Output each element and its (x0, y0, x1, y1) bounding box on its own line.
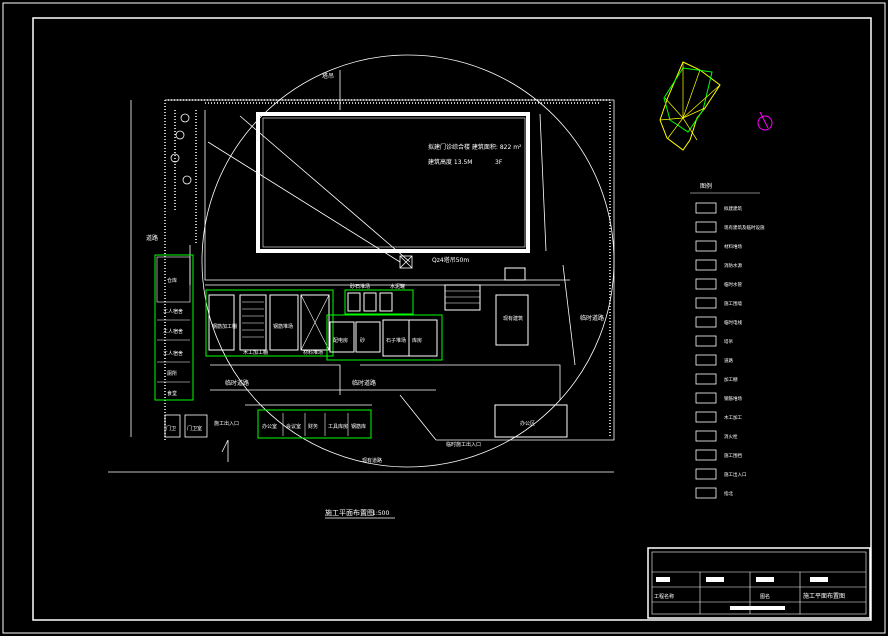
building-floors: 3F (495, 159, 503, 166)
road-marker: 临时道路 (225, 379, 249, 387)
facility-label: 砂石堆场 (350, 283, 370, 290)
title-block-project: 工程名称 (654, 593, 674, 600)
mid-facilities: 钢筋加工棚 木工加工棚 钢筋堆场 材料堆场 (205, 289, 334, 357)
upper-small-facilities: 砂石堆场 水泥罐 现有建筑 (344, 267, 529, 346)
legend-symbol-icon (695, 354, 717, 366)
legend-items: 拟建建筑现有建筑及临时设施材料堆场消防水源临时水管施工围墙临时电线塔吊道路加工棚… (695, 202, 765, 499)
legend-item-label: 拟建建筑 (724, 205, 742, 212)
legend-item-label: 施工围挡 (724, 452, 742, 459)
facility-label: 仓库 (167, 277, 177, 284)
legend-symbol-icon (695, 240, 717, 252)
facility-label: 会议室 (286, 423, 301, 430)
office-label: 办公区 (520, 420, 535, 427)
left-column-facilities: 仓库 工人宿舍 工人宿舍 工人宿舍 厕所 食堂 (154, 254, 194, 401)
legend-item-label: 施工围墙 (724, 300, 742, 307)
facility-label: 钢筋库 (351, 423, 366, 430)
legend-symbol-icon (695, 202, 717, 214)
bottom-road-label: 现有道路 (362, 457, 382, 464)
facility-label: 木工加工棚 (243, 349, 268, 356)
facility-label: 食堂 (167, 390, 177, 397)
main-entrance-label: 施工出入口 (214, 420, 239, 427)
legend-symbol-icon (695, 259, 717, 271)
legend-item-label: 现有建筑及临时设施 (724, 224, 765, 231)
facility-label: 工人宿舍 (163, 350, 183, 357)
lower-boxes: 配电房 砂 石子堆场 库房 (326, 314, 443, 361)
legend-item-label: 消火栓 (724, 433, 738, 440)
crane-diagonals (207, 70, 411, 263)
facility-label: 现有建筑 (503, 315, 523, 322)
facility-label: 库房 (412, 337, 422, 344)
bottom-row-facilities: 办公室 会议室 财务 工具库房 钢筋库 (257, 409, 372, 439)
legend-item-label: 钢筋堆场 (724, 395, 742, 402)
legend-symbol-icon (695, 430, 717, 442)
facility-label: 配电房 (333, 337, 348, 344)
legend-title: 图例 (700, 182, 712, 190)
drawing-border (32, 17, 872, 621)
tower-crane-icon (399, 255, 413, 269)
west-road-label: 道路 (146, 234, 158, 242)
facility-label: 石子堆场 (386, 337, 406, 344)
facility-label: 工具库房 (328, 423, 348, 430)
gate-area: 门卫 门卫室 施工出入口 (164, 414, 239, 462)
legend-symbol-icon (695, 221, 717, 233)
legend-item-label: 临时电线 (724, 319, 742, 326)
wind-rose-icon (659, 61, 721, 151)
legend-symbol-icon (695, 297, 717, 309)
crane-label: 塔吊 (322, 72, 334, 80)
facility-label: 砂 (360, 337, 365, 344)
legend-item-label: 消防水源 (724, 262, 742, 269)
facility-label: 办公室 (262, 423, 277, 430)
legend-symbol-icon (695, 487, 717, 499)
legend-symbol-icon (695, 468, 717, 480)
legend-symbol-icon (695, 449, 717, 461)
gate-label: 门卫 (166, 425, 176, 432)
facility-label: 水泥罐 (390, 283, 405, 290)
road-marker: 临时道路 (352, 379, 376, 387)
facility-label: 材料堆场 (303, 349, 323, 356)
legend-item-label: 加工棚 (724, 376, 738, 383)
facility-label: 工人宿舍 (163, 308, 183, 315)
road-marker-right: 临时道路 (580, 314, 604, 322)
facility-label: 钢筋堆场 (273, 323, 293, 330)
title-block: 工程名称 图名 施工平面布置图 (647, 547, 871, 619)
legend-symbol-icon (695, 411, 717, 423)
legend-item-label: 指北 (724, 490, 733, 497)
legend-symbol-icon (695, 278, 717, 290)
legend-item-label: 塔吊 (724, 338, 733, 345)
title-block-drawing-name: 施工平面布置图 (803, 592, 845, 600)
legend-symbol-icon (695, 316, 717, 328)
north-arrow-icon (757, 111, 773, 131)
building-info-line2: 建筑高度 13.5M (428, 158, 472, 166)
proposed-building: 拟建门诊综合楼 建筑面积: 822 m² 建筑高度 13.5M 3F (256, 112, 547, 253)
building-info-line1: 拟建门诊综合楼 建筑面积: 822 m² (428, 143, 522, 151)
legend-item-label: 临时水管 (724, 281, 742, 288)
facility-label: 厕所 (167, 370, 177, 377)
gate-label: 门卫室 (187, 425, 202, 432)
title-block-drawing-label: 图名 (760, 593, 770, 600)
drawing-title: 施工平面布置图 (325, 508, 374, 517)
legend-item-label: 道路 (724, 357, 733, 364)
facility-label: 工人宿舍 (163, 328, 183, 335)
legend-symbol-icon (695, 335, 717, 347)
right-office: 办公区 (494, 404, 568, 438)
crane-road-label: Qz4塔吊50m (432, 256, 469, 264)
legend-item-label: 施工出入口 (724, 471, 747, 478)
site-fence (108, 99, 615, 473)
drawing-scale: 1:500 (372, 510, 389, 517)
tree-icons (170, 113, 192, 185)
dotted-fence (164, 99, 611, 440)
legend-item-label: 材料堆场 (724, 243, 742, 250)
facility-label: 钢筋加工棚 (212, 323, 237, 330)
legend-symbol-icon (695, 392, 717, 404)
legend: 图例 (690, 182, 760, 194)
temp-entrance-label: 临时施工出入口 (446, 441, 481, 448)
legend-symbol-icon (695, 373, 717, 385)
legend-item-label: 木工加工 (724, 414, 742, 421)
facility-label: 财务 (308, 423, 318, 430)
